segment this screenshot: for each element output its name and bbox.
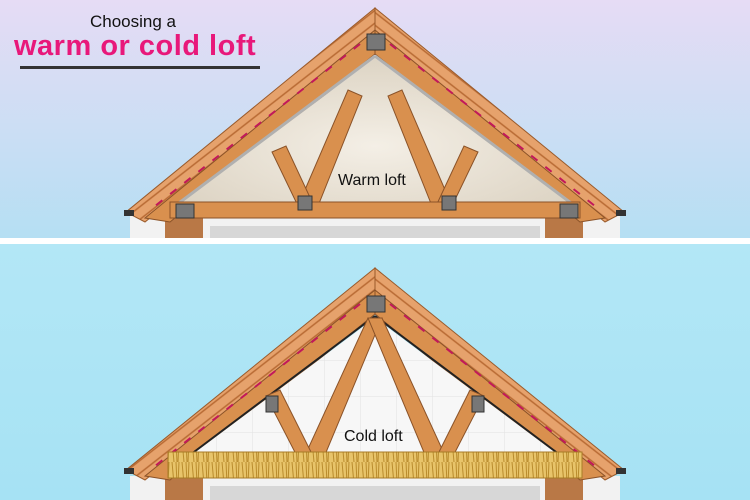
cold-joist-insulation xyxy=(167,451,583,479)
title-line1: Choosing a xyxy=(90,12,177,31)
cold-plate-right xyxy=(471,395,485,413)
warm-membrane-right xyxy=(374,54,576,208)
warm-loft-house xyxy=(124,6,626,238)
cold-plate-left xyxy=(265,395,279,413)
panel-divider xyxy=(0,238,750,244)
cold-gutter-right xyxy=(616,468,626,474)
warm-plate-heel-left xyxy=(175,203,195,219)
cold-membrane-right xyxy=(374,315,573,465)
title-underline xyxy=(20,66,260,69)
cold-plate-apex xyxy=(366,295,386,313)
cold-gutter-left xyxy=(124,468,134,474)
warm-vapour-line-right xyxy=(389,43,601,211)
warm-ceiling-joist xyxy=(169,201,581,219)
warm-loft-label: Warm loft xyxy=(338,172,406,189)
cold-attic-space xyxy=(182,318,568,462)
warm-rafter-insulation xyxy=(178,58,572,205)
cold-membrane-left xyxy=(177,315,376,465)
cold-loft-label: Cold loft xyxy=(344,428,403,445)
warm-roof-right xyxy=(374,6,625,223)
title-line2: warm or cold loft xyxy=(14,30,257,62)
warm-plate-left xyxy=(297,195,313,211)
warm-plate-right xyxy=(441,195,457,211)
warm-plate-heel-right xyxy=(559,203,579,219)
cold-loft-house xyxy=(124,266,626,500)
warm-membrane-left xyxy=(174,54,376,208)
cold-vapour-line-left xyxy=(149,303,361,471)
warm-gutter-left xyxy=(124,210,134,216)
warm-gutter-right xyxy=(616,210,626,216)
warm-vapour-line-left xyxy=(149,43,361,211)
warm-ceiling xyxy=(210,226,540,238)
warm-plate-apex xyxy=(366,33,386,51)
cold-vapour-line-right xyxy=(389,303,601,471)
cold-roof-right xyxy=(374,266,625,481)
cold-ceiling xyxy=(210,486,540,500)
